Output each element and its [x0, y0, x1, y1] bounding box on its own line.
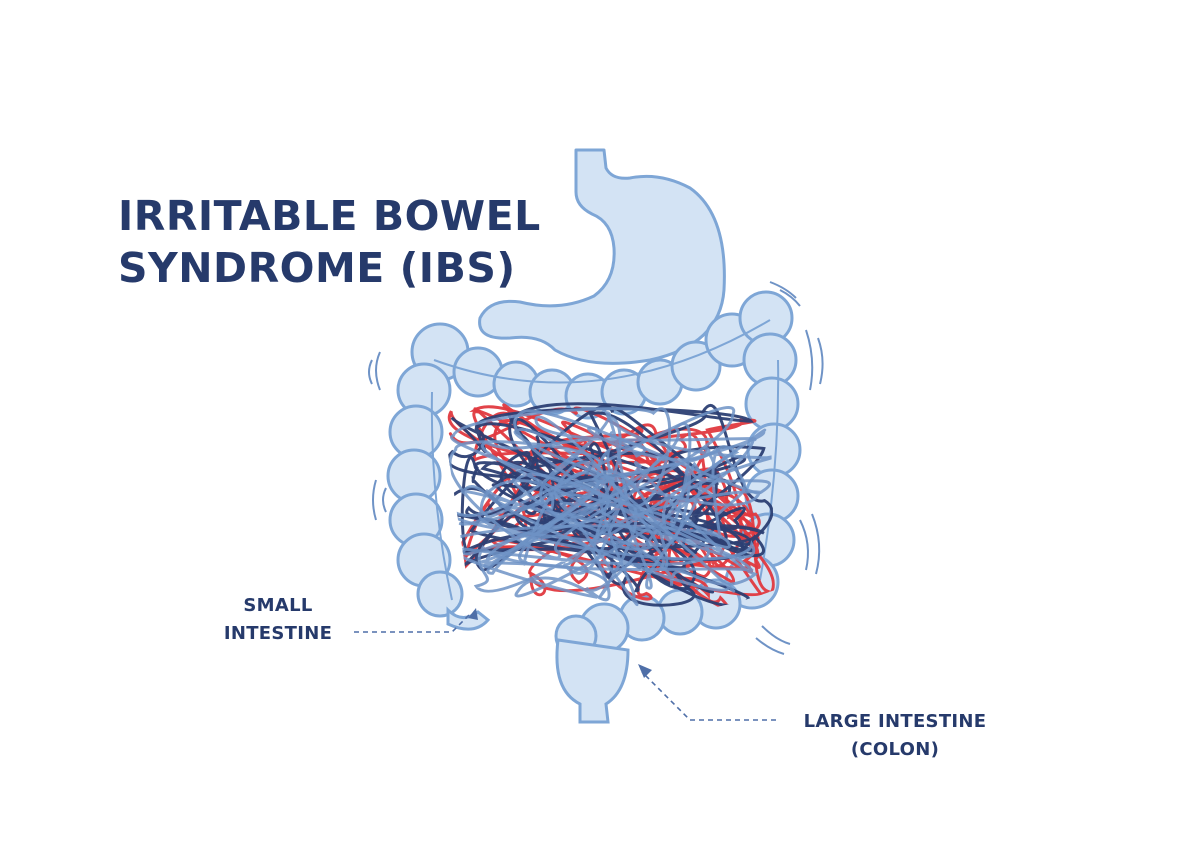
large-intestine-label-line-1: LARGE INTESTINE — [790, 708, 1000, 736]
large-intestine-label: LARGE INTESTINE (COLON) — [790, 708, 1000, 764]
arrowhead-icon — [638, 664, 652, 678]
large-intestine-leader — [642, 672, 776, 720]
ascending-colon — [388, 364, 462, 616]
large-intestine-label-line-2: (COLON) — [790, 736, 1000, 764]
small-intestine-label-line-2: INTESTINE — [218, 620, 338, 648]
small-intestine-loops — [445, 404, 777, 609]
stomach-illustration — [480, 150, 725, 363]
arrowhead-icon — [468, 608, 478, 620]
small-intestine-label: SMALL INTESTINE — [218, 592, 338, 648]
small-intestine-label-line-1: SMALL — [218, 592, 338, 620]
rectum — [556, 596, 664, 722]
